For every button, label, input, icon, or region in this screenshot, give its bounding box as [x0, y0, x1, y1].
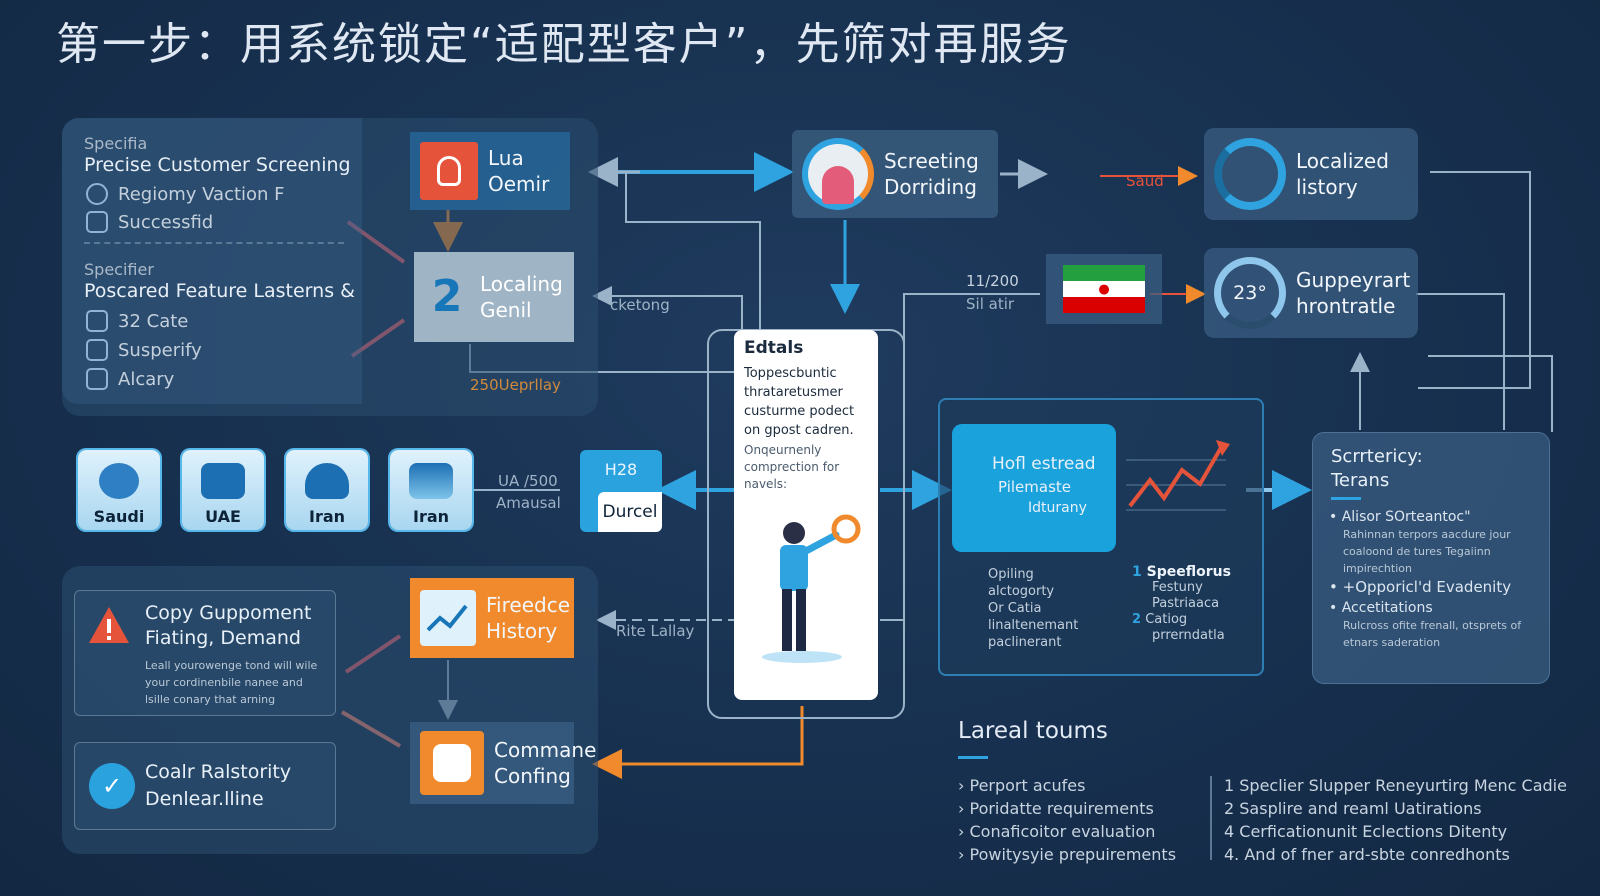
h28-label: H28	[604, 460, 638, 479]
chart-icon	[86, 368, 108, 390]
label-sil-atir: Sil atir	[966, 295, 1015, 313]
accent-bar	[1331, 497, 1361, 500]
node-h28[interactable]: H28 Durcel	[580, 450, 662, 532]
temperature-gauge-icon: 23°	[1214, 257, 1286, 329]
strategy-bullets: • Alisor SOrteantoc" Rahinnan terpors aa…	[1329, 509, 1522, 649]
bulb-icon	[420, 142, 478, 200]
region-tile-iran-1[interactable]: Iran	[286, 450, 368, 530]
center-left-list: Opiling alctogorty Or Catia linalteneman…	[988, 567, 1079, 650]
label-rite: Rite Lallay	[616, 622, 695, 640]
shield-check-icon: ✓	[89, 763, 135, 809]
warning-card[interactable]: Copy Guppoment Fiating, Demand Leall you…	[74, 590, 336, 716]
node-localing[interactable]: 2 Localing Genil	[414, 252, 574, 342]
number-two-icon: 2	[431, 271, 463, 323]
kicker-specifier: Specifier	[84, 260, 154, 279]
node-commane[interactable]: Commane Confing	[410, 722, 596, 804]
region-tile-saudi[interactable]: Saudi	[78, 450, 160, 530]
label-cketong: cketong	[610, 296, 670, 314]
region-tiles: Saudi UAE Iran Iran	[78, 450, 472, 530]
lareal-right-list: 1 Speclier Slupper Reneyurtirg Menc Cadi…	[1224, 776, 1567, 864]
region-tile-uae[interactable]: UAE	[182, 450, 264, 530]
agent-avatar-icon	[802, 138, 874, 210]
lareal-accent	[958, 756, 988, 759]
label-saud: Saud	[1126, 172, 1164, 190]
label-days: 250Ueprllay	[470, 376, 561, 394]
heading-feature-lasterns: Poscared Feature Lasterns &	[84, 280, 355, 302]
center-highlight-box[interactable]: Hofl estread Pilemaste Idturany	[952, 424, 1116, 552]
person-illustration-icon	[762, 514, 861, 663]
trend-chart-icon	[1126, 440, 1230, 511]
warning-icon	[87, 605, 131, 645]
item-regiomy[interactable]: Regiomy Vaction F	[86, 183, 285, 205]
node-gupperwart[interactable]: 23° Guppeyrart hrontratle	[1204, 248, 1418, 338]
node-screeting[interactable]: Screeting Dorriding	[792, 130, 998, 218]
saudi-icon	[99, 463, 139, 499]
check-icon	[86, 310, 108, 332]
item-32-cate[interactable]: 32 Cate	[86, 310, 188, 332]
details-note: Onqeurnenly comprection for navels:	[744, 443, 840, 491]
region-tile-iran-2[interactable]: Iran	[390, 450, 472, 530]
screening-subpanel	[62, 118, 362, 404]
details-body: Toppescbuntic thrataretusmer custurme po…	[744, 366, 855, 438]
kicker-specifia: Specifia	[84, 134, 148, 153]
divider	[84, 242, 344, 244]
shield-text: Coalr Ralstority Denlear.lline	[145, 761, 292, 810]
config-icon	[420, 731, 484, 795]
flag-card: ●	[1046, 254, 1162, 324]
calendar-icon	[86, 339, 108, 361]
lareal-heading: Lareal toums	[958, 718, 1108, 744]
item-successfid[interactable]: Successfid	[86, 211, 213, 233]
details-card: Edtals Toppescbuntic thrataretusmer cust…	[734, 330, 878, 700]
iran-flag-icon: ●	[1063, 265, 1145, 313]
calculator-icon	[201, 463, 245, 499]
cloud-icon	[305, 463, 349, 499]
item-alcary[interactable]: Alcary	[86, 368, 174, 390]
list-divider	[1210, 776, 1212, 860]
label-amausal: Amausal	[496, 494, 561, 512]
shield-card[interactable]: ✓ Coalr Ralstority Denlear.lline	[74, 742, 336, 830]
durcel-label: Durcel	[598, 492, 662, 532]
item-susperify[interactable]: Susperify	[86, 339, 202, 361]
warning-body: Leall yourowenge tond will wile your cor…	[145, 659, 318, 706]
search-user-icon	[86, 211, 108, 233]
node-lua[interactable]: Lua Oemir	[410, 132, 570, 210]
chart-card-icon	[420, 590, 476, 646]
download-arrow-icon	[409, 463, 453, 499]
center-right-list: 1 Speeflorus Festuny Pastriaaca 2 Catiog…	[1132, 564, 1231, 643]
node-fireedce[interactable]: Fireedce History	[410, 578, 574, 658]
node-localized[interactable]: Localized listory	[1204, 128, 1418, 220]
label-ua: UA /500	[498, 472, 558, 490]
history-gauge-icon	[1214, 138, 1286, 210]
label-ratio: 11/200	[966, 272, 1019, 290]
lareal-left-list: › Perport acufes › Poridatte requirement…	[958, 776, 1177, 864]
globe-icon	[86, 183, 108, 205]
strategy-panel: Scrrtericy: Terans • Alisor SOrteantoc" …	[1312, 432, 1550, 684]
strategy-title: Scrrtericy: Terans	[1331, 446, 1423, 491]
page-title: 第一步：用系统锁定“适配型客户”，先筛对再服务	[56, 19, 1072, 70]
details-heading: Edtals	[744, 338, 804, 358]
warning-heading: Copy Guppoment Fiating, Demand	[145, 602, 312, 649]
heading-precise-screening: Precise Customer Screening	[84, 154, 351, 176]
